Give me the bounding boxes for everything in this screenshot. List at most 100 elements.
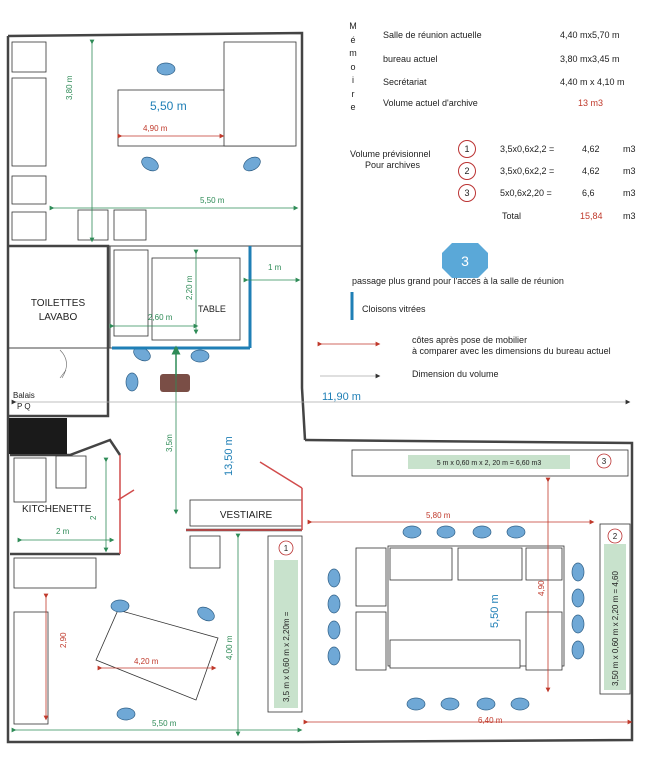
archive-total-label: Total [502,211,522,221]
memo-row-label: Salle de réunion actuelle [383,30,482,40]
wall-block-dark [9,418,67,454]
archive-unit: m3 [623,166,636,176]
top-room-width: 4,90 m [143,124,168,133]
storage-1-num: 1 [284,544,289,553]
memo-row-value: 13 m3 [578,98,604,108]
top-room-bottom: 5,50 m [200,196,225,205]
one-meter: 1 m [268,263,282,272]
overall-width-label: 11,90 m [322,391,361,403]
archive-value: 4,62 [582,144,600,154]
memo-row-value: 4,40 mx5,70 m [560,30,620,40]
chair [190,349,210,363]
memo-row-value: 4,40 m x 4,10 m [560,77,625,87]
memo-row-label: bureau actuel [383,54,438,64]
cabinet-kitchen-1 [13,457,47,503]
legend-cotes-line2: à comparer avec les dimensions du bureau… [412,346,611,356]
kitchen-height: 2 [89,515,98,520]
meeting-depth: 5,50 m [489,594,501,628]
chair [571,640,585,660]
table-label: TABLE [198,304,226,314]
archive-number-badge: 1 [458,140,476,158]
cabinet-office-1 [13,557,97,589]
memo-row-value: 3,80 mx3,45 m [560,54,620,64]
chair [510,697,530,711]
archive-formula: 5x0,6x2,20 = [500,188,552,198]
archive-value: 6,6 [582,188,595,198]
chair [571,562,585,582]
archive-number-badge: 2 [458,162,476,180]
chair [472,525,492,539]
office-bottom: 5,50 m [152,719,177,728]
kitchenette-label: KITCHENETTE [22,504,92,515]
toilettes-label: TOILETTES [31,298,86,309]
storage-1-label: 3,5 m x 0,60 m x 2,20m = [282,611,291,702]
chair [327,620,341,640]
chair [327,646,341,666]
meeting-bottom: 6,40 m [478,716,503,725]
chair [327,594,341,614]
chair [125,372,139,392]
legend-cotes-line1: côtes après pose de mobilier [412,335,528,345]
lavabo-label: LAVABO [39,312,78,323]
meeting-width: 5,80 m [426,511,451,520]
storage-2-label: 3,50 m x 0,60 m x 2,20 m = 4,60 [611,571,620,687]
chair [476,697,496,711]
legend-passage-text: passage plus grand pour l'accès à la sal… [352,276,564,286]
archive-value: 4,62 [582,166,600,176]
chair [243,156,261,172]
archive-unit: m3 [623,188,636,198]
corridor-total: 13,50 m [223,436,235,476]
balais-label: Balais [13,391,35,400]
archive-formula: 3,5x0,6x2,2 = [500,166,555,176]
office-desk [95,609,219,701]
octagon-badge [442,243,488,278]
corridor-marker [160,374,190,392]
archive-number-badge: 3 [458,184,476,202]
chair [436,525,456,539]
chair [571,588,585,608]
corridor-length: 3,5m [165,434,174,452]
memo-row-label: Volume actuel d'archive [383,98,478,108]
chair [406,697,426,711]
vestiaire-box [189,499,303,527]
top-room-height: 3,80 m [65,75,74,100]
top-room-area: 5,50 m [150,99,187,113]
chair [110,599,130,613]
memo-row-label: Secrétariat [383,77,427,87]
storage-2-num: 2 [613,532,618,541]
chair [141,156,159,172]
chair [571,614,585,634]
chair [197,606,215,622]
legend-dimension-volume: Dimension du volume [412,369,499,379]
archive-unit: m3 [623,144,636,154]
archive-total-unit: m3 [623,211,636,221]
office-height: 2,90 [59,632,68,648]
middle-cabinets [113,249,149,337]
chair [116,707,136,721]
archive-formula: 3,5x0,6x2,2 = [500,144,555,154]
chair [440,697,460,711]
archives-label-line2: Pour archives [365,160,421,170]
archive-total-value: 15,84 [580,211,603,221]
storage-3-label: 5 m x 0,60 m x 2, 20 m = 6,60 m3 [437,460,542,467]
table-height: 2,20 m [185,275,194,300]
office-depth: 4,00 m [225,635,234,660]
archives-label-line1: Volume prévisionnel [350,149,431,159]
storage-3-num: 3 [602,457,607,466]
chair [327,568,341,588]
chair [402,525,422,539]
vestiaire-label: VESTIAIRE [220,510,273,521]
legend-cloisons-text: Cloisons vitrées [362,304,426,314]
kitchen-width: 2 m [56,527,70,536]
office-table-width: 4,20 m [134,657,159,666]
chair [506,525,526,539]
chair [156,62,176,76]
cabinet-vestiaire-small [189,535,221,569]
table-width: 2,60 m [148,313,173,322]
meeting-table-depth: 4,90 [537,580,546,596]
top-left-cabinets [11,41,47,73]
pq-label: P Q [17,402,31,411]
octagon-number: 3 [461,253,469,269]
